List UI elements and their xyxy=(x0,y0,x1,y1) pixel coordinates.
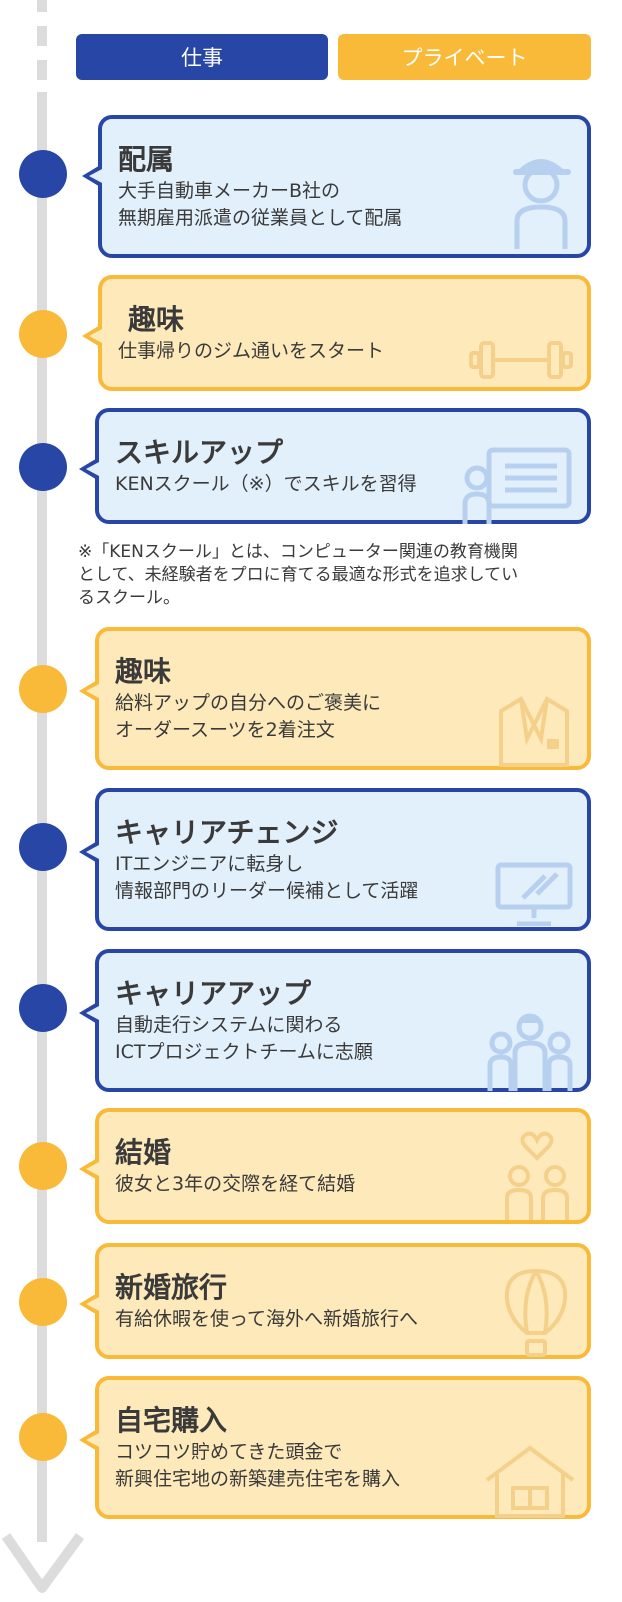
event-title: 新婚旅行 xyxy=(115,1270,228,1304)
timeline-arrow-down-icon xyxy=(1,1533,85,1593)
event-card: 自宅購入 コツコツ貯めてきた頭金で 新興住宅地の新築建売住宅を購入 xyxy=(79,1376,591,1519)
event-title: 趣味 xyxy=(115,654,172,688)
timeline-dot xyxy=(19,1142,67,1190)
hot-air-balloon-icon xyxy=(504,1268,568,1357)
monitor-icon xyxy=(495,862,573,926)
timeline-dash xyxy=(37,26,47,46)
footnote: ※「KENスクール」とは、コンピューター関連の教育機関 として、未経験者をプロに… xyxy=(78,542,519,608)
timeline-dash xyxy=(37,60,47,80)
event-card: 結婚 彼女と3年の交際を経て結婚 xyxy=(79,1108,591,1224)
timeline-dot xyxy=(19,1278,67,1326)
event-description: 仕事帰りのジム通いをスタート xyxy=(118,339,385,362)
worker-cap-icon xyxy=(513,159,571,249)
event-title: キャリアアップ xyxy=(115,976,312,1010)
event-card: キャリアチェンジ ITエンジニアに転身し 情報部門のリーダー候補として活躍 xyxy=(79,788,591,931)
event-description: 給料アップの自分へのご褒美に オーダースーツを2着注文 xyxy=(115,691,382,741)
timeline-dot xyxy=(19,310,67,358)
teacher-board-icon xyxy=(462,447,572,524)
event-description: 自動走行システムに関わる ICTプロジェクトチームに志願 xyxy=(115,1013,373,1063)
timeline-dot xyxy=(19,1413,67,1461)
event-card: 趣味 給料アップの自分へのご褒美に オーダースーツを2着注文 xyxy=(79,627,591,770)
timeline-line xyxy=(37,92,47,1542)
event-description: コツコツ貯めてきた頭金で 新興住宅地の新築建売住宅を購入 xyxy=(115,1440,401,1490)
event-title: キャリアチェンジ xyxy=(115,815,339,849)
timeline-dot xyxy=(19,443,67,491)
event-card: 新婚旅行 有給休暇を使って海外へ新婚旅行へ xyxy=(79,1243,591,1359)
dumbbell-icon xyxy=(469,341,573,379)
timeline-dash xyxy=(37,0,47,12)
event-title: 配属 xyxy=(118,142,175,176)
event-card: スキルアップ KENスクール（※）でスキルを習得 xyxy=(79,408,591,524)
event-title: 自宅購入 xyxy=(115,1403,228,1437)
event-description: 有給休暇を使って海外へ新婚旅行へ xyxy=(115,1307,419,1330)
couple-heart-icon xyxy=(505,1131,569,1220)
event-card: 配属 大手自動車メーカーB社の 無期雇用派遣の従業員として配属 xyxy=(82,115,591,258)
team-icon xyxy=(487,1013,573,1091)
timeline-dot xyxy=(19,665,67,713)
event-title: 結婚 xyxy=(115,1135,172,1169)
event-description: KENスクール（※）でスキルを習得 xyxy=(115,472,417,495)
event-title: スキルアップ xyxy=(115,435,284,469)
suit-icon xyxy=(499,696,569,767)
legend-work: 仕事 xyxy=(76,34,328,80)
event-description: ITエンジニアに転身し 情報部門のリーダー候補として活躍 xyxy=(115,852,419,902)
legend-private: プライベート xyxy=(338,34,591,80)
event-description: 彼女と3年の交際を経て結婚 xyxy=(115,1172,356,1195)
timeline-dot xyxy=(19,823,67,871)
timeline-dot xyxy=(19,150,67,198)
house-icon xyxy=(485,1445,575,1518)
event-card: キャリアアップ 自動走行システムに関わる ICTプロジェクトチームに志願 xyxy=(79,949,591,1092)
event-description: 大手自動車メーカーB社の 無期雇用派遣の従業員として配属 xyxy=(118,179,403,229)
event-card: 趣味 仕事帰りのジム通いをスタート xyxy=(82,275,591,391)
timeline-dot xyxy=(19,984,67,1032)
event-title: 趣味 xyxy=(128,302,185,336)
